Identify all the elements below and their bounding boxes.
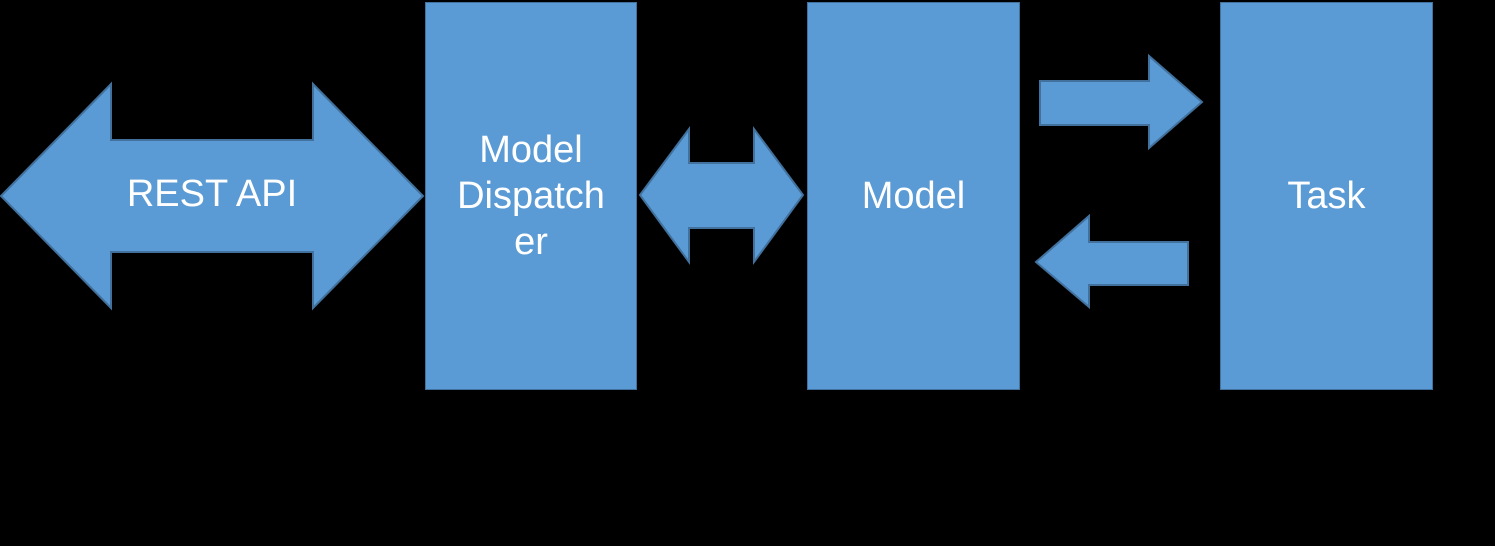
dispatcher-model-double-arrow-icon[interactable] [638,125,805,266]
rest-api-double-arrow-icon[interactable] [0,81,425,311]
task-model-arrow-left-icon[interactable] [1034,213,1190,310]
node-model-dispatcher-label: Model Dispatch er [457,129,605,263]
model-task-arrow-right-icon[interactable] [1039,53,1204,151]
rest-api-label: REST API [126,173,298,215]
node-task[interactable]: Task [1220,2,1433,390]
node-model-dispatcher[interactable]: Model Dispatch er [425,2,637,390]
node-task-label: Task [1287,175,1366,217]
node-model[interactable]: Model [807,2,1020,390]
node-model-label: Model [861,175,966,217]
